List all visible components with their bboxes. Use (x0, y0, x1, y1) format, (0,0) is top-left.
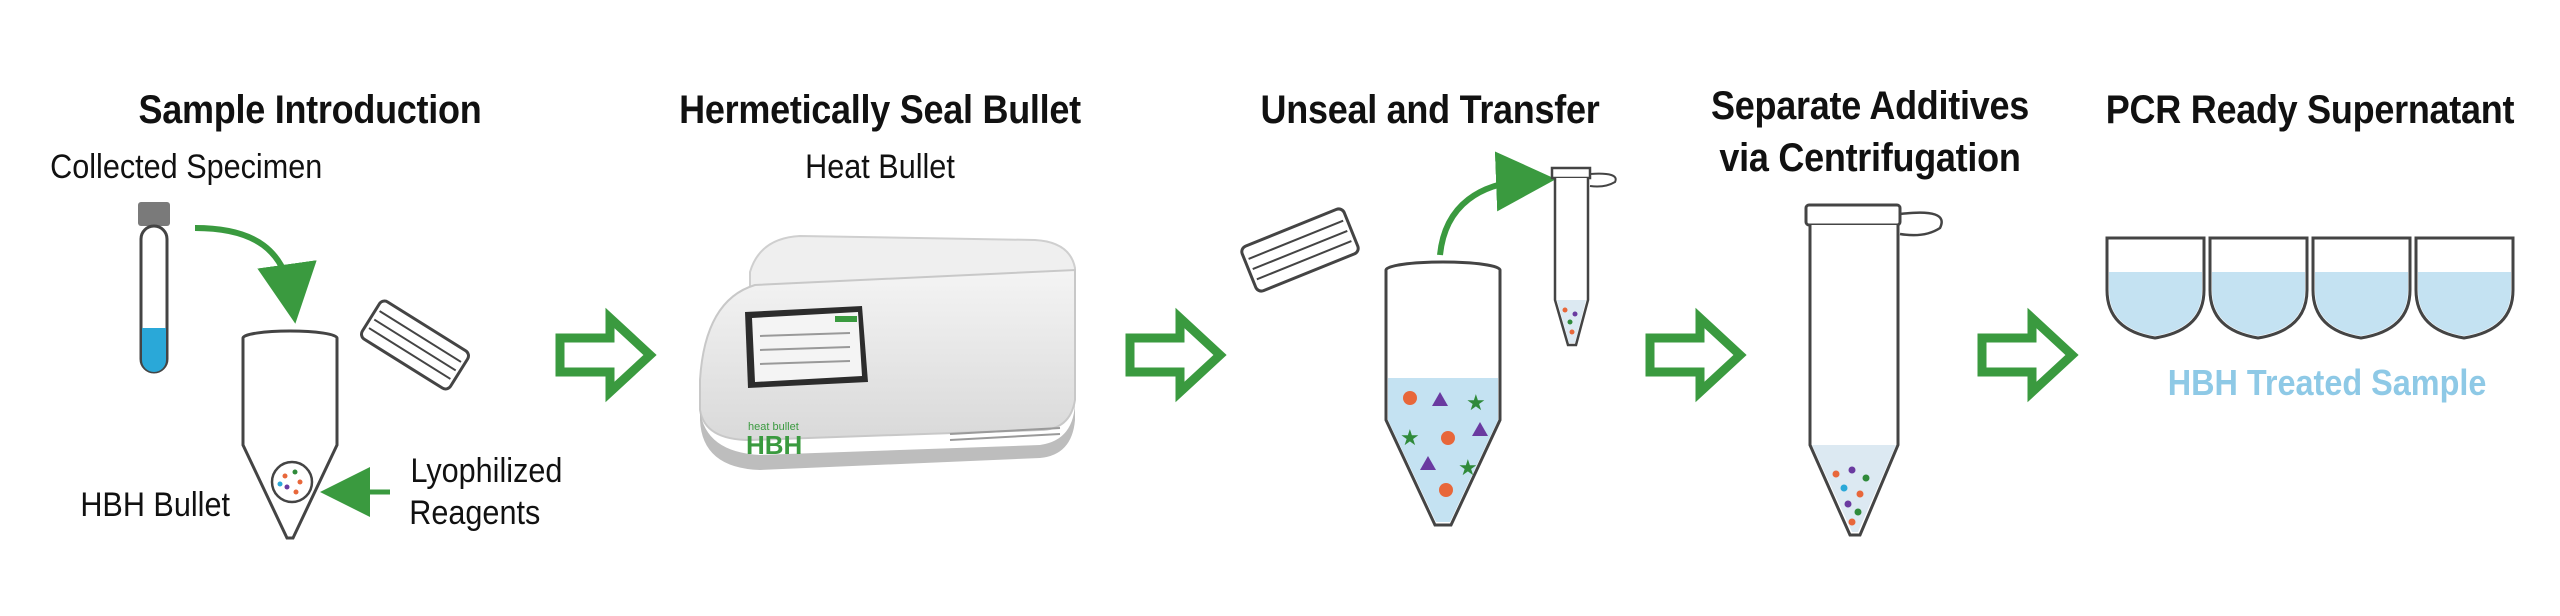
small-tube-icon (1550, 166, 1617, 347)
open-bullet-icon: ★ ★ ★ (1384, 260, 1502, 527)
step4-title-line1: Separate Additives (1711, 84, 2029, 128)
step1-subtitle: Collected Specimen (50, 148, 323, 186)
step2-subtitle: Heat Bullet (805, 148, 955, 186)
bullet-label: HBH Bullet (80, 486, 230, 524)
treated-sample-label: HBH Treated Sample (2167, 362, 2487, 403)
svg-text:★: ★ (1466, 391, 1486, 416)
step2-title: Hermetically Seal Bullet (679, 88, 1081, 132)
next-step-arrow-icon (555, 307, 657, 403)
cap-icon (1240, 207, 1360, 293)
next-step-arrow-icon (1125, 307, 1227, 403)
next-step-arrow-icon (1645, 307, 1747, 403)
next-step-arrow-icon (1977, 307, 2079, 403)
transfer-arrow-icon (194, 225, 317, 324)
device-brand: HBH (746, 430, 802, 460)
transfer-arrow-icon (1437, 151, 1556, 256)
specimen-tube-icon (138, 202, 170, 374)
svg-text:★: ★ (1400, 426, 1420, 451)
reagents-label-line2: Reagents (409, 494, 541, 532)
hbh-bullet-icon (241, 329, 339, 540)
step3-title: Unseal and Transfer (1260, 88, 1600, 132)
device-brand-small: heat bullet (748, 421, 799, 433)
step1-title: Sample Introduction (138, 88, 482, 132)
heat-bullet-device-icon: heat bullet HBH (699, 234, 1076, 470)
well-plate-icon (2105, 236, 2515, 340)
step4-title-line2: via Centrifugation (1719, 136, 2021, 180)
reagents-label-line1: Lyophilized (410, 452, 563, 490)
step5-title: PCR Ready Supernatant (2105, 88, 2515, 132)
cap-icon (360, 299, 470, 391)
svg-text:★: ★ (1458, 456, 1478, 481)
centrifuge-tube-icon (1804, 203, 1943, 537)
